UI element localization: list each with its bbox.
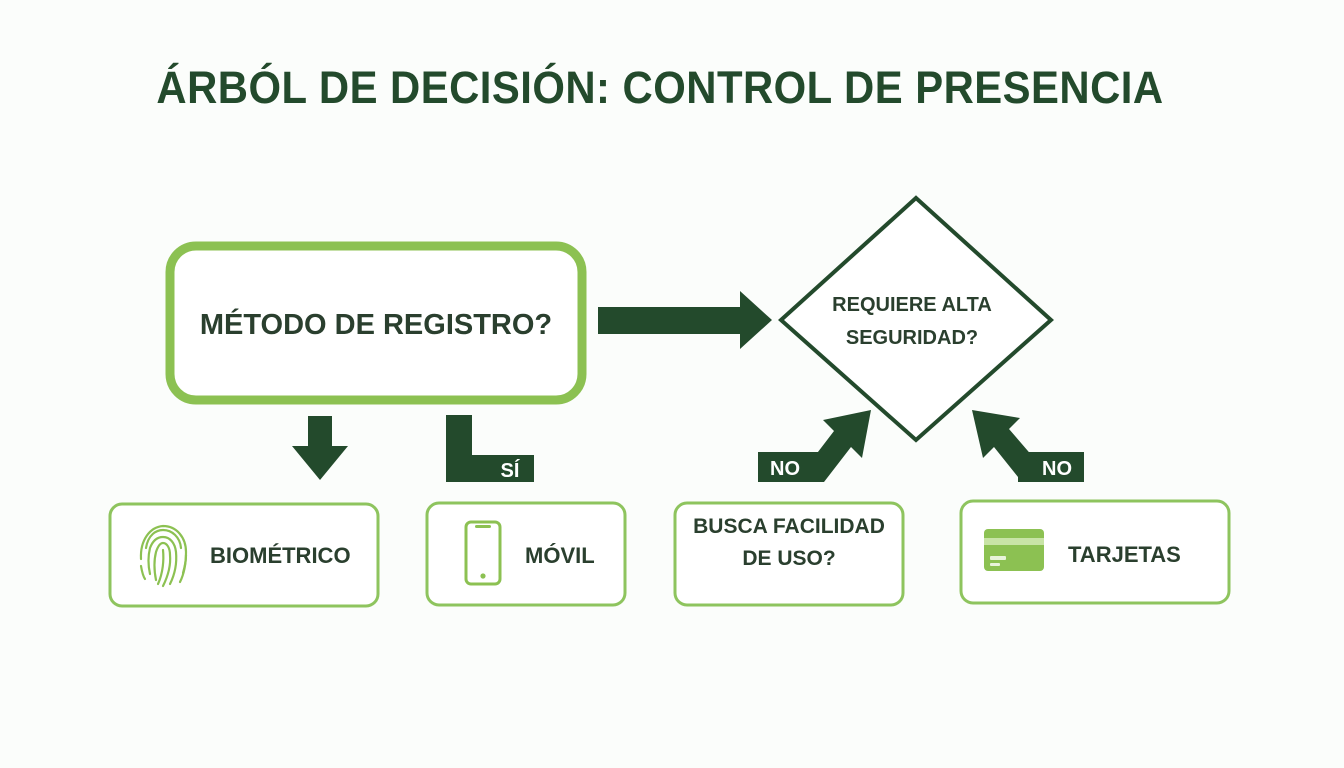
node-movil-label: MÓVIL [525,543,595,568]
credit-card-icon [984,529,1044,571]
node-biometrico: BIOMÉTRICO [108,502,380,608]
edge-label-no-right: NO [1042,458,1072,480]
node-alta-seguridad-line2: SEGURIDAD? [846,327,978,349]
node-movil: MÓVIL [425,501,627,607]
arrow-right [598,291,772,349]
diagram-title: ÁRBÓL DE DECISIÓN: CONTROL DE PRESENCIA [156,62,1164,113]
node-facilidad-line2: DE USO? [742,547,835,570]
node-biometrico-label: BIOMÉTRICO [210,543,351,568]
edge-label-si: SÍ [501,459,520,482]
node-facilidad: BUSCA FACILIDAD DE USO? [673,501,905,607]
edge-no-left: NO [758,410,871,482]
node-metodo-registro-label: MÉTODO DE REGISTRO? [200,307,552,341]
node-tarjetas-label: TARJETAS [1068,542,1181,567]
node-alta-seguridad: REQUIERE ALTA SEGURIDAD? [778,195,1054,443]
node-alta-seguridad-line1: REQUIERE ALTA [832,294,992,316]
arrow-down-biometrico [292,416,348,480]
edge-no-right: NO [972,410,1084,482]
node-tarjetas: TARJETAS [959,499,1231,605]
node-facilidad-line1: BUSCA FACILIDAD [693,515,885,538]
fingerprint-icon [139,524,188,588]
node-metodo-registro: MÉTODO DE REGISTRO? [165,241,587,405]
smartphone-icon [464,520,502,586]
arrow-up-right [808,410,871,482]
edge-si: SÍ [446,415,534,482]
arrow-up-left [972,410,1040,482]
connector-si [446,415,534,482]
edge-label-no-left: NO [770,458,800,480]
